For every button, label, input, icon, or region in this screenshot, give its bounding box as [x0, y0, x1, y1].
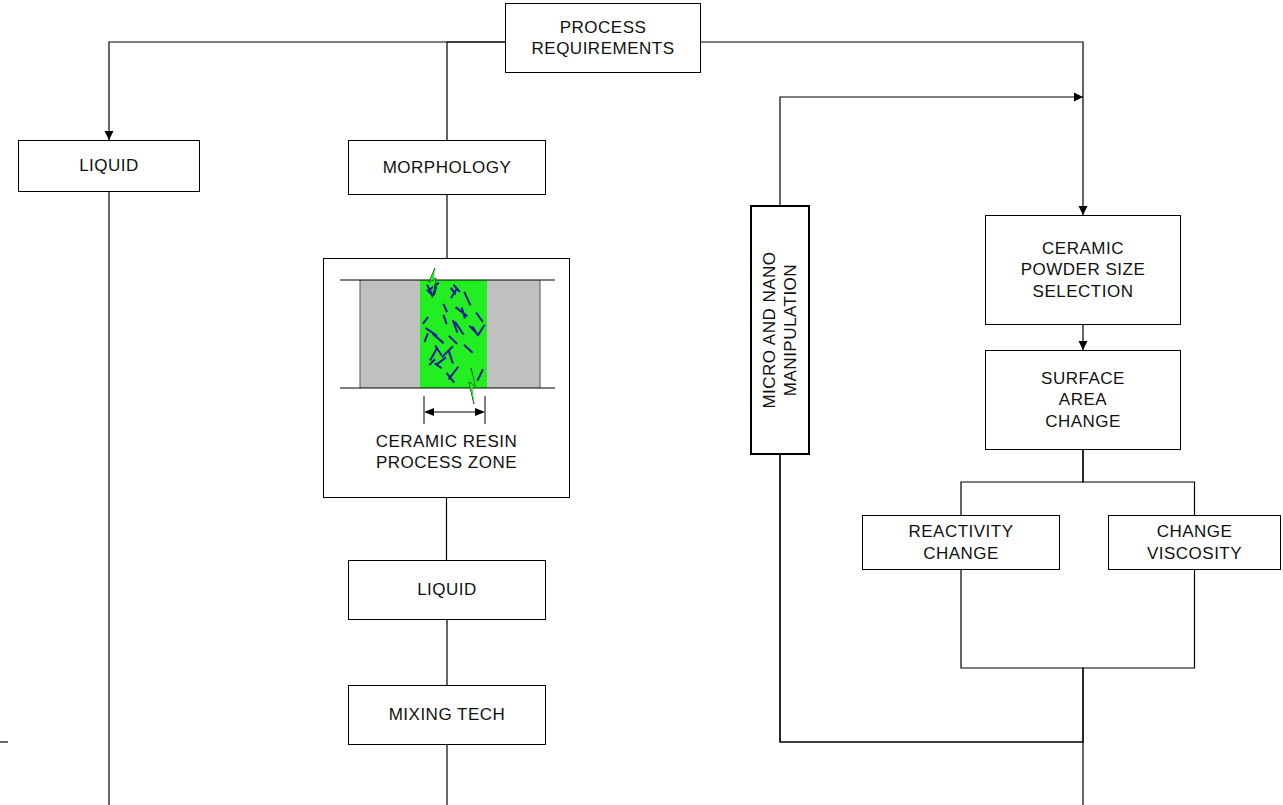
fibre-dash	[436, 357, 446, 364]
leader-line	[1082, 742, 1083, 805]
process-box: CERAMIC POWDER SIZE SELECTION	[985, 215, 1181, 325]
process-box: REACTIVITY CHANGE	[862, 515, 1060, 570]
node-label: MORPHOLOGY	[383, 157, 512, 178]
connector	[1082, 325, 1083, 350]
fibre-dash	[450, 287, 455, 294]
crack-mark	[429, 268, 436, 298]
illustration-box: CERAMIC RESIN PROCESS ZONE	[323, 258, 570, 498]
vertical-process-box: MICRO AND NANO MANIPULATION	[750, 205, 810, 455]
fibre-dash	[424, 333, 427, 342]
connector	[780, 97, 1083, 205]
connector	[780, 455, 1195, 742]
node-label: LIQUID	[79, 155, 139, 176]
connector	[109, 42, 505, 140]
fibre-dash	[422, 317, 427, 324]
edge-line	[539, 280, 540, 388]
substrate-left	[360, 280, 420, 388]
fibre-dash	[448, 366, 458, 379]
boundary-line	[340, 387, 555, 388]
fibre-dash	[426, 289, 432, 295]
resin-zone	[420, 280, 487, 388]
boundary-line	[340, 279, 555, 280]
process-box: LIQUID	[348, 560, 546, 620]
connector	[447, 42, 505, 140]
fibre-dash	[448, 350, 452, 363]
dimension-arrow	[424, 408, 434, 416]
node-label: REACTIVITY CHANGE	[906, 521, 1016, 564]
node-label: MIXING TECH	[389, 704, 506, 725]
fibre-dash	[464, 291, 470, 304]
fibre-dash	[455, 307, 467, 316]
dimension-arrow	[475, 408, 485, 416]
process-box: PROCESS REQUIREMENTS	[505, 3, 701, 73]
fibre-dash	[425, 327, 437, 335]
process-box: LIQUID	[18, 140, 200, 192]
connector	[446, 620, 447, 685]
dimension-line	[433, 411, 476, 412]
crack-mark	[469, 368, 475, 404]
dimension-tick	[484, 396, 485, 424]
edge-line	[359, 280, 360, 388]
connector	[446, 498, 447, 560]
connector	[1083, 450, 1195, 515]
leader-line	[108, 192, 109, 805]
tick-mark	[0, 741, 8, 742]
fibre-dash	[452, 320, 456, 333]
node-label: SURFACE AREA CHANGE	[1038, 368, 1128, 432]
connector	[780, 455, 1083, 742]
process-zone-illustration	[323, 258, 570, 428]
node-label: CERAMIC RESIN PROCESS ZONE	[367, 431, 527, 474]
process-box: MORPHOLOGY	[348, 140, 546, 195]
node-label: MICRO AND NANO MANIPULATION	[759, 215, 802, 445]
process-box: CHANGE VISCOSITY	[1108, 515, 1281, 570]
connector	[701, 42, 1083, 215]
process-box: SURFACE AREA CHANGE	[985, 350, 1181, 450]
connector	[961, 450, 1083, 515]
fibre-dash	[478, 324, 484, 334]
fibre-dash	[464, 344, 472, 352]
leader-line	[446, 745, 447, 805]
fibre-dash	[476, 312, 483, 321]
crack-mark	[469, 368, 475, 404]
connector	[446, 195, 447, 258]
fibre-dash	[477, 369, 483, 381]
fibre-dash	[443, 303, 447, 311]
fibre-dash	[448, 335, 456, 343]
process-box: MIXING TECH	[348, 685, 546, 745]
dimension-tick	[423, 396, 424, 424]
fibre-dash	[453, 284, 459, 291]
node-label: CHANGE VISCOSITY	[1145, 521, 1245, 564]
substrate-right	[487, 280, 540, 388]
node-label: CERAMIC POWDER SIZE SELECTION	[1018, 238, 1148, 302]
fibre-dash	[469, 325, 476, 332]
fibre-dash	[430, 347, 437, 360]
crack-mark	[429, 268, 436, 298]
node-label: LIQUID	[417, 579, 477, 600]
fibre-dash	[443, 314, 446, 323]
node-label: PROCESS REQUIREMENTS	[528, 17, 678, 60]
fibre-dash	[434, 363, 441, 368]
